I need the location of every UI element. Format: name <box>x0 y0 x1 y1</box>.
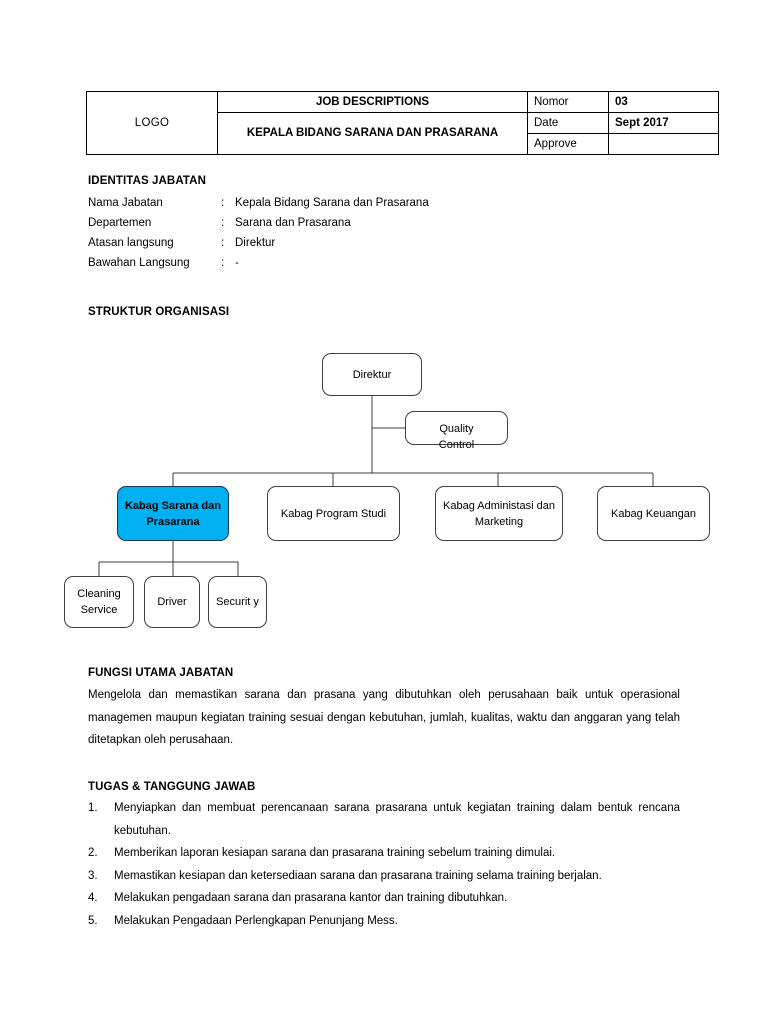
list-item: 3. Memastikan kesiapan dan ketersediaan … <box>88 865 680 888</box>
list-item: 4. Melakukan pengadaan sarana dan prasar… <box>88 887 680 910</box>
list-item-number: 1. <box>88 802 98 814</box>
meta-value-date: Sept 2017 <box>608 112 719 134</box>
meta-key-approve: Approve <box>527 133 609 155</box>
meta-value-nomor: 03 <box>608 91 719 113</box>
org-node-security[interactable]: Securit y <box>208 576 267 628</box>
list-item-number: 3. <box>88 869 98 882</box>
org-node-label-line2: Control <box>438 439 475 451</box>
list-item-text: Memberikan laporan kesiapan sarana dan p… <box>114 847 556 859</box>
struktur-organisasi-heading: STRUKTUR ORGANISASI <box>88 306 230 318</box>
identitas-colon: : <box>221 257 225 269</box>
list-item-text: Melakukan pengadaan sarana dan prasarana… <box>114 892 508 904</box>
org-node-label: Direktur <box>352 368 392 381</box>
identitas-value: - <box>235 257 239 269</box>
identitas-label: Atasan langsung <box>88 237 174 249</box>
org-node-label: Driver <box>157 596 187 608</box>
table-row: Approve <box>87 133 719 155</box>
identitas-colon: : <box>221 197 225 209</box>
org-node-label: Cleaning Service <box>77 588 121 616</box>
list-item-text: Memastikan kesiapan dan ketersediaan sar… <box>114 869 602 882</box>
identitas-colon: : <box>221 237 225 249</box>
identitas-row-bawahan-langsung: Bawahan Langsung : - <box>88 253 429 273</box>
list-item: 5. Melakukan Pengadaan Perlengkapan Penu… <box>88 910 680 933</box>
org-node-kabag-administasi-dan-marketing[interactable]: Kabag Administasi dan Marketing <box>435 486 563 541</box>
identitas-label: Nama Jabatan <box>88 197 163 209</box>
logo-cell: LOGO <box>86 91 218 155</box>
identitas-row-departemen: Departemen : Sarana dan Prasarana <box>88 213 429 233</box>
fungsi-utama-heading: FUNGSI UTAMA JABATAN <box>88 667 234 679</box>
org-node-label: Kabag Program Studi <box>280 507 387 520</box>
org-node-cleaning-service[interactable]: Cleaning Service <box>64 576 134 628</box>
list-item-text: Menyiapkan dan membuat perencanaan saran… <box>114 802 680 837</box>
org-node-driver[interactable]: Driver <box>144 576 200 628</box>
org-node-label: Quality Control <box>406 421 507 453</box>
org-node-label: Securit y <box>216 596 259 608</box>
identitas-block: Nama Jabatan : Kepala Bidang Sarana dan … <box>88 193 429 273</box>
identitas-colon: : <box>221 217 225 229</box>
identitas-row-atasan-langsung: Atasan langsung : Direktur <box>88 233 429 253</box>
org-node-quality-control[interactable]: Quality Control <box>405 411 508 451</box>
tugas-tanggung-jawab-heading: TUGAS & TANGGUNG JAWAB <box>88 781 256 793</box>
list-item: 1. Menyiapkan dan membuat perencanaan sa… <box>88 797 680 842</box>
org-node-kabag-keuangan[interactable]: Kabag Keuangan <box>597 486 710 541</box>
meta-key-nomor: Nomor <box>527 91 609 113</box>
table-row: LOGO JOB DESCRIPTIONS Nomor 03 <box>86 91 719 155</box>
table-row: KEPALA BIDANG SARANA DAN PRASARANA Date … <box>87 112 719 155</box>
list-item-number: 2. <box>88 847 98 859</box>
meta-key-date: Date <box>527 112 609 134</box>
org-node-direktur[interactable]: Direktur <box>322 353 422 396</box>
identitas-value: Kepala Bidang Sarana dan Prasarana <box>235 197 429 209</box>
identitas-label: Bawahan Langsung <box>88 257 190 269</box>
org-node-kabag-program-studi[interactable]: Kabag Program Studi <box>267 486 400 541</box>
meta-value-approve <box>608 133 719 155</box>
org-node-label: Kabag Keuangan <box>610 507 697 520</box>
identitas-value: Sarana dan Prasarana <box>235 217 351 229</box>
list-item-text: Melakukan Pengadaan Perlengkapan Penunja… <box>114 914 398 927</box>
identitas-value: Direktur <box>235 237 276 249</box>
org-node-kabag-sarana-dan-prasarana[interactable]: Kabag Sarana dan Prasarana <box>117 486 229 541</box>
org-node-label-line1: Quality <box>439 423 474 435</box>
doc-type-cell: JOB DESCRIPTIONS <box>217 91 528 113</box>
tugas-list: 1. Menyiapkan dan membuat perencanaan sa… <box>88 797 680 932</box>
list-item: 2. Memberikan laporan kesiapan sarana da… <box>88 842 680 865</box>
list-item-number: 4. <box>88 892 98 904</box>
doc-title-cell: KEPALA BIDANG SARANA DAN PRASARANA <box>217 112 528 155</box>
identitas-heading: IDENTITAS JABATAN <box>88 175 206 187</box>
identitas-row-nama-jabatan: Nama Jabatan : Kepala Bidang Sarana dan … <box>88 193 429 213</box>
org-node-label: Kabag Administasi dan Marketing <box>443 499 555 528</box>
identitas-label: Departemen <box>88 217 152 229</box>
org-node-label: Kabag Sarana dan Prasarana <box>125 499 221 528</box>
document-header-table: LOGO JOB DESCRIPTIONS Nomor 03 KEPALA BI… <box>86 91 719 155</box>
list-item-number: 5. <box>88 914 98 927</box>
fungsi-utama-body: Mengelola dan memastikan sarana dan pras… <box>88 689 680 746</box>
